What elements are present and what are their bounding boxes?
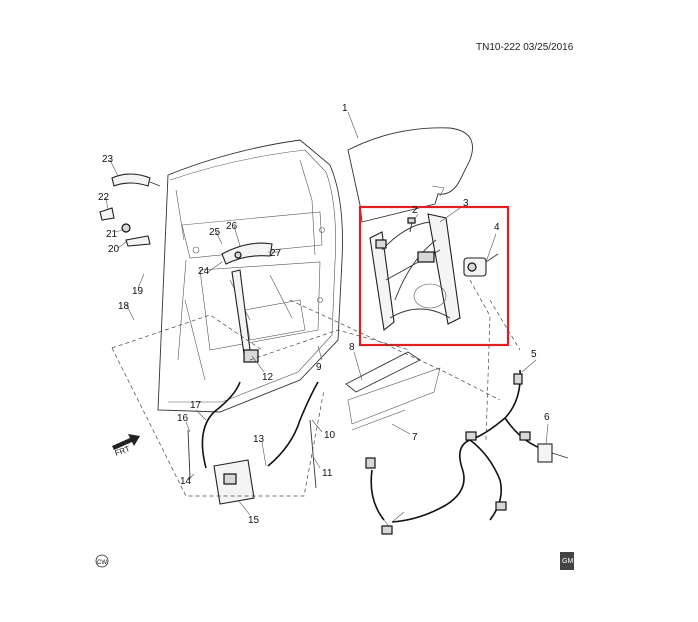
inside-handle xyxy=(221,242,273,265)
latch-rod-channel xyxy=(231,269,259,363)
assembly-guide-lines xyxy=(111,279,521,497)
callout-18: 18 xyxy=(118,301,130,312)
callout-12: 12 xyxy=(262,372,274,383)
window-glass xyxy=(347,127,473,223)
callout-5: 5 xyxy=(531,349,537,360)
handle-components xyxy=(99,207,151,247)
cw-badge: CW xyxy=(95,554,109,568)
document-id: TN10-222 03/25/2016 xyxy=(476,42,574,53)
callout-4: 4 xyxy=(494,222,500,233)
door-lock-actuator xyxy=(187,381,319,505)
callout-17: 17 xyxy=(190,400,202,411)
wiring-harness xyxy=(365,369,541,535)
gm-logo: GM xyxy=(560,552,574,570)
callout-2: 2 xyxy=(412,205,418,216)
window-motor xyxy=(463,253,499,277)
bolt-part-2 xyxy=(407,217,416,233)
callout-15: 15 xyxy=(248,515,260,526)
highlight-box xyxy=(358,205,510,347)
water-deflector xyxy=(345,351,441,431)
gm-logo-text: GM xyxy=(562,558,573,565)
callout-26: 26 xyxy=(226,221,238,232)
callout-21: 21 xyxy=(106,229,118,240)
callout-20: 20 xyxy=(108,244,120,255)
callout-3: 3 xyxy=(463,198,469,209)
callout-24: 24 xyxy=(198,266,210,277)
callout-labels: 1 2 3 4 5 6 7 8 9 10 11 12 13 14 15 16 1… xyxy=(98,103,550,526)
callout-16: 16 xyxy=(177,413,189,424)
callout-22: 22 xyxy=(98,192,110,203)
callout-7: 7 xyxy=(412,432,418,443)
callout-1: 1 xyxy=(342,103,348,114)
callout-13: 13 xyxy=(253,434,265,445)
callout-9: 9 xyxy=(316,362,322,373)
callout-27: 27 xyxy=(270,248,282,259)
front-arrow: FRT xyxy=(112,434,140,458)
callout-10: 10 xyxy=(324,430,336,441)
callout-8: 8 xyxy=(349,342,355,353)
leader-lines xyxy=(105,111,549,516)
callout-19: 19 xyxy=(132,286,144,297)
connector-part-6 xyxy=(537,443,569,463)
callout-6: 6 xyxy=(544,412,550,423)
cw-label: CW xyxy=(97,560,107,566)
callout-11: 11 xyxy=(322,468,333,479)
callout-25: 25 xyxy=(209,227,221,238)
door-inner-panel xyxy=(157,139,343,413)
outside-handle xyxy=(111,173,161,187)
callout-14: 14 xyxy=(180,476,192,487)
window-regulator xyxy=(369,213,461,332)
callout-23: 23 xyxy=(102,154,114,165)
